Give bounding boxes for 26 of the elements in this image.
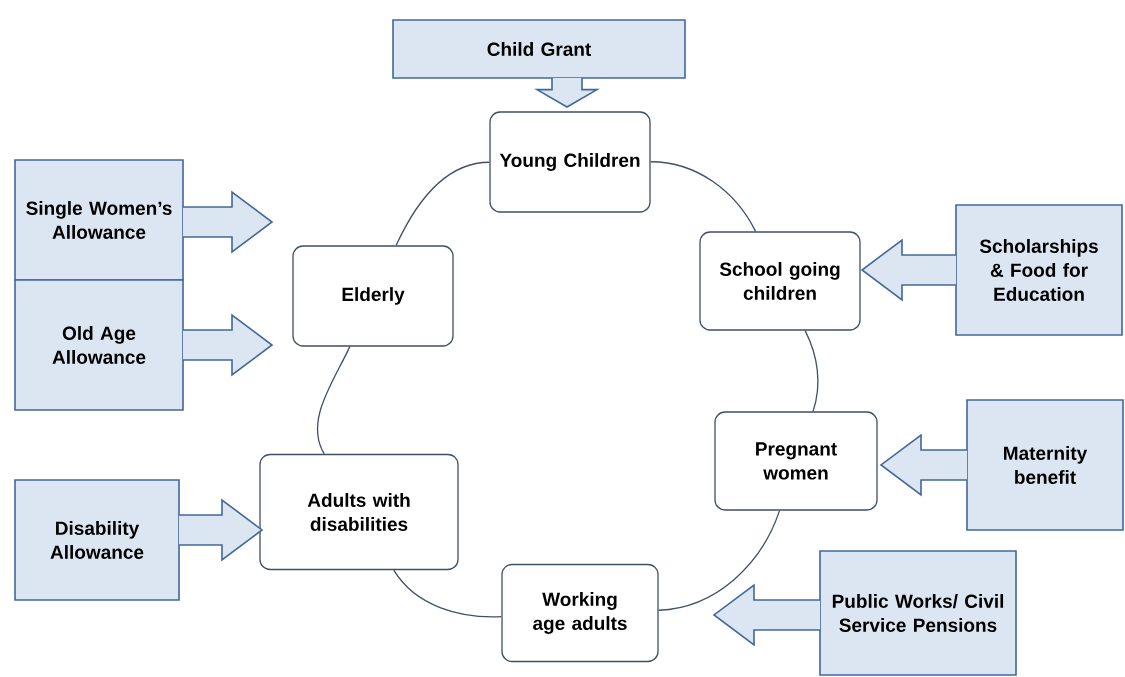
group-box: Pregnant women: [714, 411, 878, 511]
block-arrow: [534, 77, 600, 108]
group-box: Working age adults: [501, 563, 659, 663]
group-box: Young Children: [489, 111, 651, 213]
block-arrow: [879, 433, 968, 497]
benefit-box: Maternity benefit: [966, 399, 1124, 531]
benefit-box: Disability Allowance: [14, 479, 180, 601]
block-arrow: [712, 583, 821, 647]
group-box: Adults with disabilities: [259, 453, 459, 571]
ring-line: [804, 330, 819, 412]
benefit-box: Old Age Allowance: [14, 279, 184, 411]
block-arrow: [860, 238, 957, 302]
benefit-box: Scholarships & Food for Education: [955, 204, 1123, 336]
ring-line: [650, 161, 757, 232]
benefit-box: Child Grant: [392, 19, 686, 79]
block-arrow: [178, 498, 264, 562]
benefit-box: Single Women’s Allowance: [14, 159, 184, 281]
ring-line: [658, 510, 781, 611]
benefit-box: Public Works/ Civil Service Pensions: [819, 550, 1017, 676]
ring-line: [395, 161, 490, 246]
block-arrow: [182, 313, 274, 377]
block-arrow: [182, 190, 274, 254]
ring-line: [393, 569, 502, 618]
group-box: School going children: [699, 231, 861, 331]
group-box: Elderly: [292, 245, 454, 347]
ring-line: [316, 346, 351, 455]
